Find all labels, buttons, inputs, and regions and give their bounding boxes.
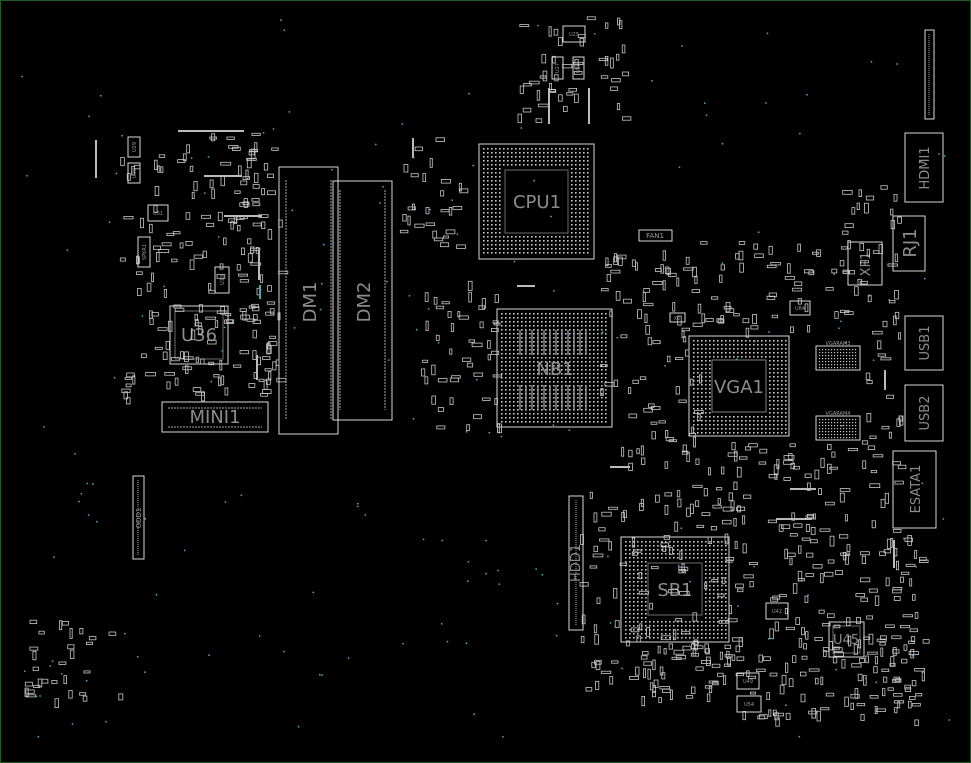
nb-label: NB1 [536,359,573,380]
sb-label: SB1 [657,580,692,601]
u30-label: U30 [132,168,138,178]
esata-connector[interactable]: ESATA1 [892,450,937,529]
usb1-connector[interactable]: USB1 [904,315,944,371]
usb1-label: USB1 [918,326,933,361]
vga-label: VGA1 [714,377,764,398]
u84-label: U84 [795,306,805,312]
u25-label: U25 [569,32,579,38]
hdd-label: HDD1 [569,544,584,582]
hdd-connector[interactable]: HDD1 [568,495,584,631]
right-edge-connector[interactable] [924,29,935,120]
xf-label: XF1 [859,252,874,277]
usb2-connector[interactable]: USB2 [904,384,944,442]
u31-chip[interactable]: U31 [147,204,169,222]
u54-label: U54 [744,702,754,708]
u25-chip[interactable]: U25 [562,25,586,43]
u33-chip[interactable]: U33 [214,266,230,294]
u27-chip[interactable]: U27 [551,56,564,80]
u54-chip[interactable]: U54 [736,695,762,713]
vgaram3-chip[interactable]: VGARAM3 [815,341,861,371]
vgaram4-label: VGARAM4 [826,411,851,417]
mini-pcie-slot[interactable]: MINI1 [161,401,269,433]
cpu-label: CPU1 [513,192,561,213]
southbridge-chip[interactable]: SB1 [620,536,730,643]
smd-components [24,16,930,727]
u42-label: U42 [772,609,782,615]
usb2-label: USB2 [918,396,933,431]
u30-chip[interactable]: U30 [127,162,141,184]
u28-chip[interactable]: U28 [572,56,585,80]
spkr-label: SPKR1 [142,244,148,260]
xf-transformer[interactable]: XF1 [847,241,883,286]
dimm-slot-2[interactable]: DM2 [332,180,393,421]
odd-connector[interactable]: ODD1 [132,475,145,560]
hdmi-connector[interactable]: HDMI1 [904,132,944,203]
dimm-slot-1[interactable]: DM1 [278,166,339,435]
cpu-socket[interactable]: CPU1 [478,143,595,260]
u29-chip[interactable]: U29 [127,136,141,158]
u27-label: U27 [555,63,561,73]
u49-chip[interactable]: U49 [736,672,760,690]
vgaram3-label: VGARAM3 [826,341,851,347]
dm1-label: DM1 [300,282,321,323]
northbridge-chip[interactable]: NB1 [496,308,613,428]
vga-chip[interactable]: VGA1 [688,335,790,437]
fan-label: FAN1 [646,232,664,240]
u33-label: U33 [220,275,226,285]
hdmi-label: HDMI1 [918,146,933,189]
u36-label: U36 [181,325,217,346]
u45-label: U45 [833,633,859,648]
u84-chip[interactable]: U84 [789,300,811,316]
u49-label: U49 [743,679,753,685]
dm2-label: DM2 [354,282,375,323]
vgaram4-chip[interactable]: VGARAM4 [815,411,861,441]
vias [21,19,951,738]
u42-chip[interactable]: U42 [765,602,789,620]
mini-label: MINI1 [189,407,240,428]
odd-label: ODD1 [135,508,143,529]
esata-label: ESATA1 [909,465,924,514]
u29-label: U29 [132,142,138,152]
x6-label: X6 [674,316,681,322]
fan-connector[interactable]: FAN1 [638,229,673,242]
spkr-connector[interactable]: SPKR1 [137,236,151,268]
rj-label: RJ1 [900,228,921,257]
u28-label: U28 [576,63,582,73]
u31-label: U31 [153,211,163,217]
rj45-connector[interactable]: RJ1 [892,215,926,272]
